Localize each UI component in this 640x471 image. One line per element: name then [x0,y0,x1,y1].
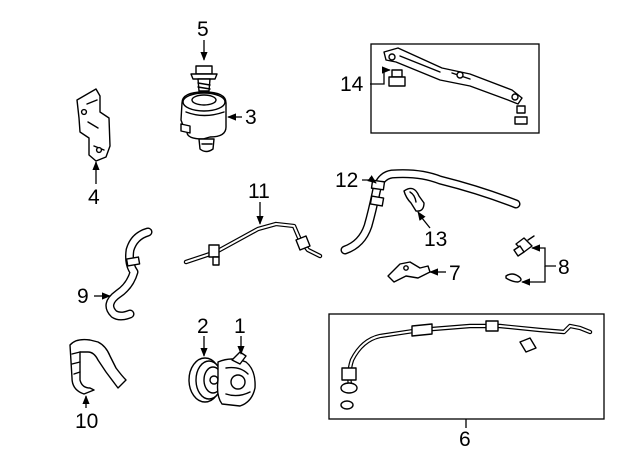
callout-13: 13 [424,228,447,251]
callout-9: 9 [77,285,89,308]
part-12-hose [340,169,521,255]
part-7-bracket [387,261,431,283]
part-2-pulley [188,357,223,403]
callout-2: 2 [197,315,209,338]
leader-8 [531,244,556,267]
callout-labels: 5 3 4 14 12 11 13 7 8 9 10 2 1 6 [75,18,570,451]
leader-lines [82,40,556,428]
callout-12: 12 [335,169,358,192]
leader-12 [362,175,377,184]
bushing-right [514,105,528,125]
callout-11: 11 [248,180,270,203]
leader-8b [521,266,546,286]
part-14-box [370,43,540,134]
part-11-pipe [183,221,323,266]
callout-8: 8 [558,256,570,279]
part-14-bracket [383,47,528,125]
part-5-bolt [190,65,218,92]
part-4-bracket [76,88,111,162]
leader-13 [417,211,431,229]
part-13-clamp [403,187,425,212]
callout-6: 6 [459,428,471,451]
callout-1: 1 [234,315,246,338]
callout-7: 7 [449,262,461,285]
part-6-hose-assembly [340,320,593,410]
part-9-hose [105,227,153,321]
part-10-hose [69,338,127,395]
callout-14: 14 [340,73,364,96]
part-3-reservoir [180,91,227,153]
callout-3: 3 [245,106,257,129]
leader-14 [370,66,391,85]
part-1-pump [216,351,256,407]
callout-4: 4 [88,186,100,209]
bushing-left [388,69,406,87]
callout-5: 5 [197,18,209,41]
part-8-sensor [505,235,535,283]
callout-10: 10 [75,410,98,433]
